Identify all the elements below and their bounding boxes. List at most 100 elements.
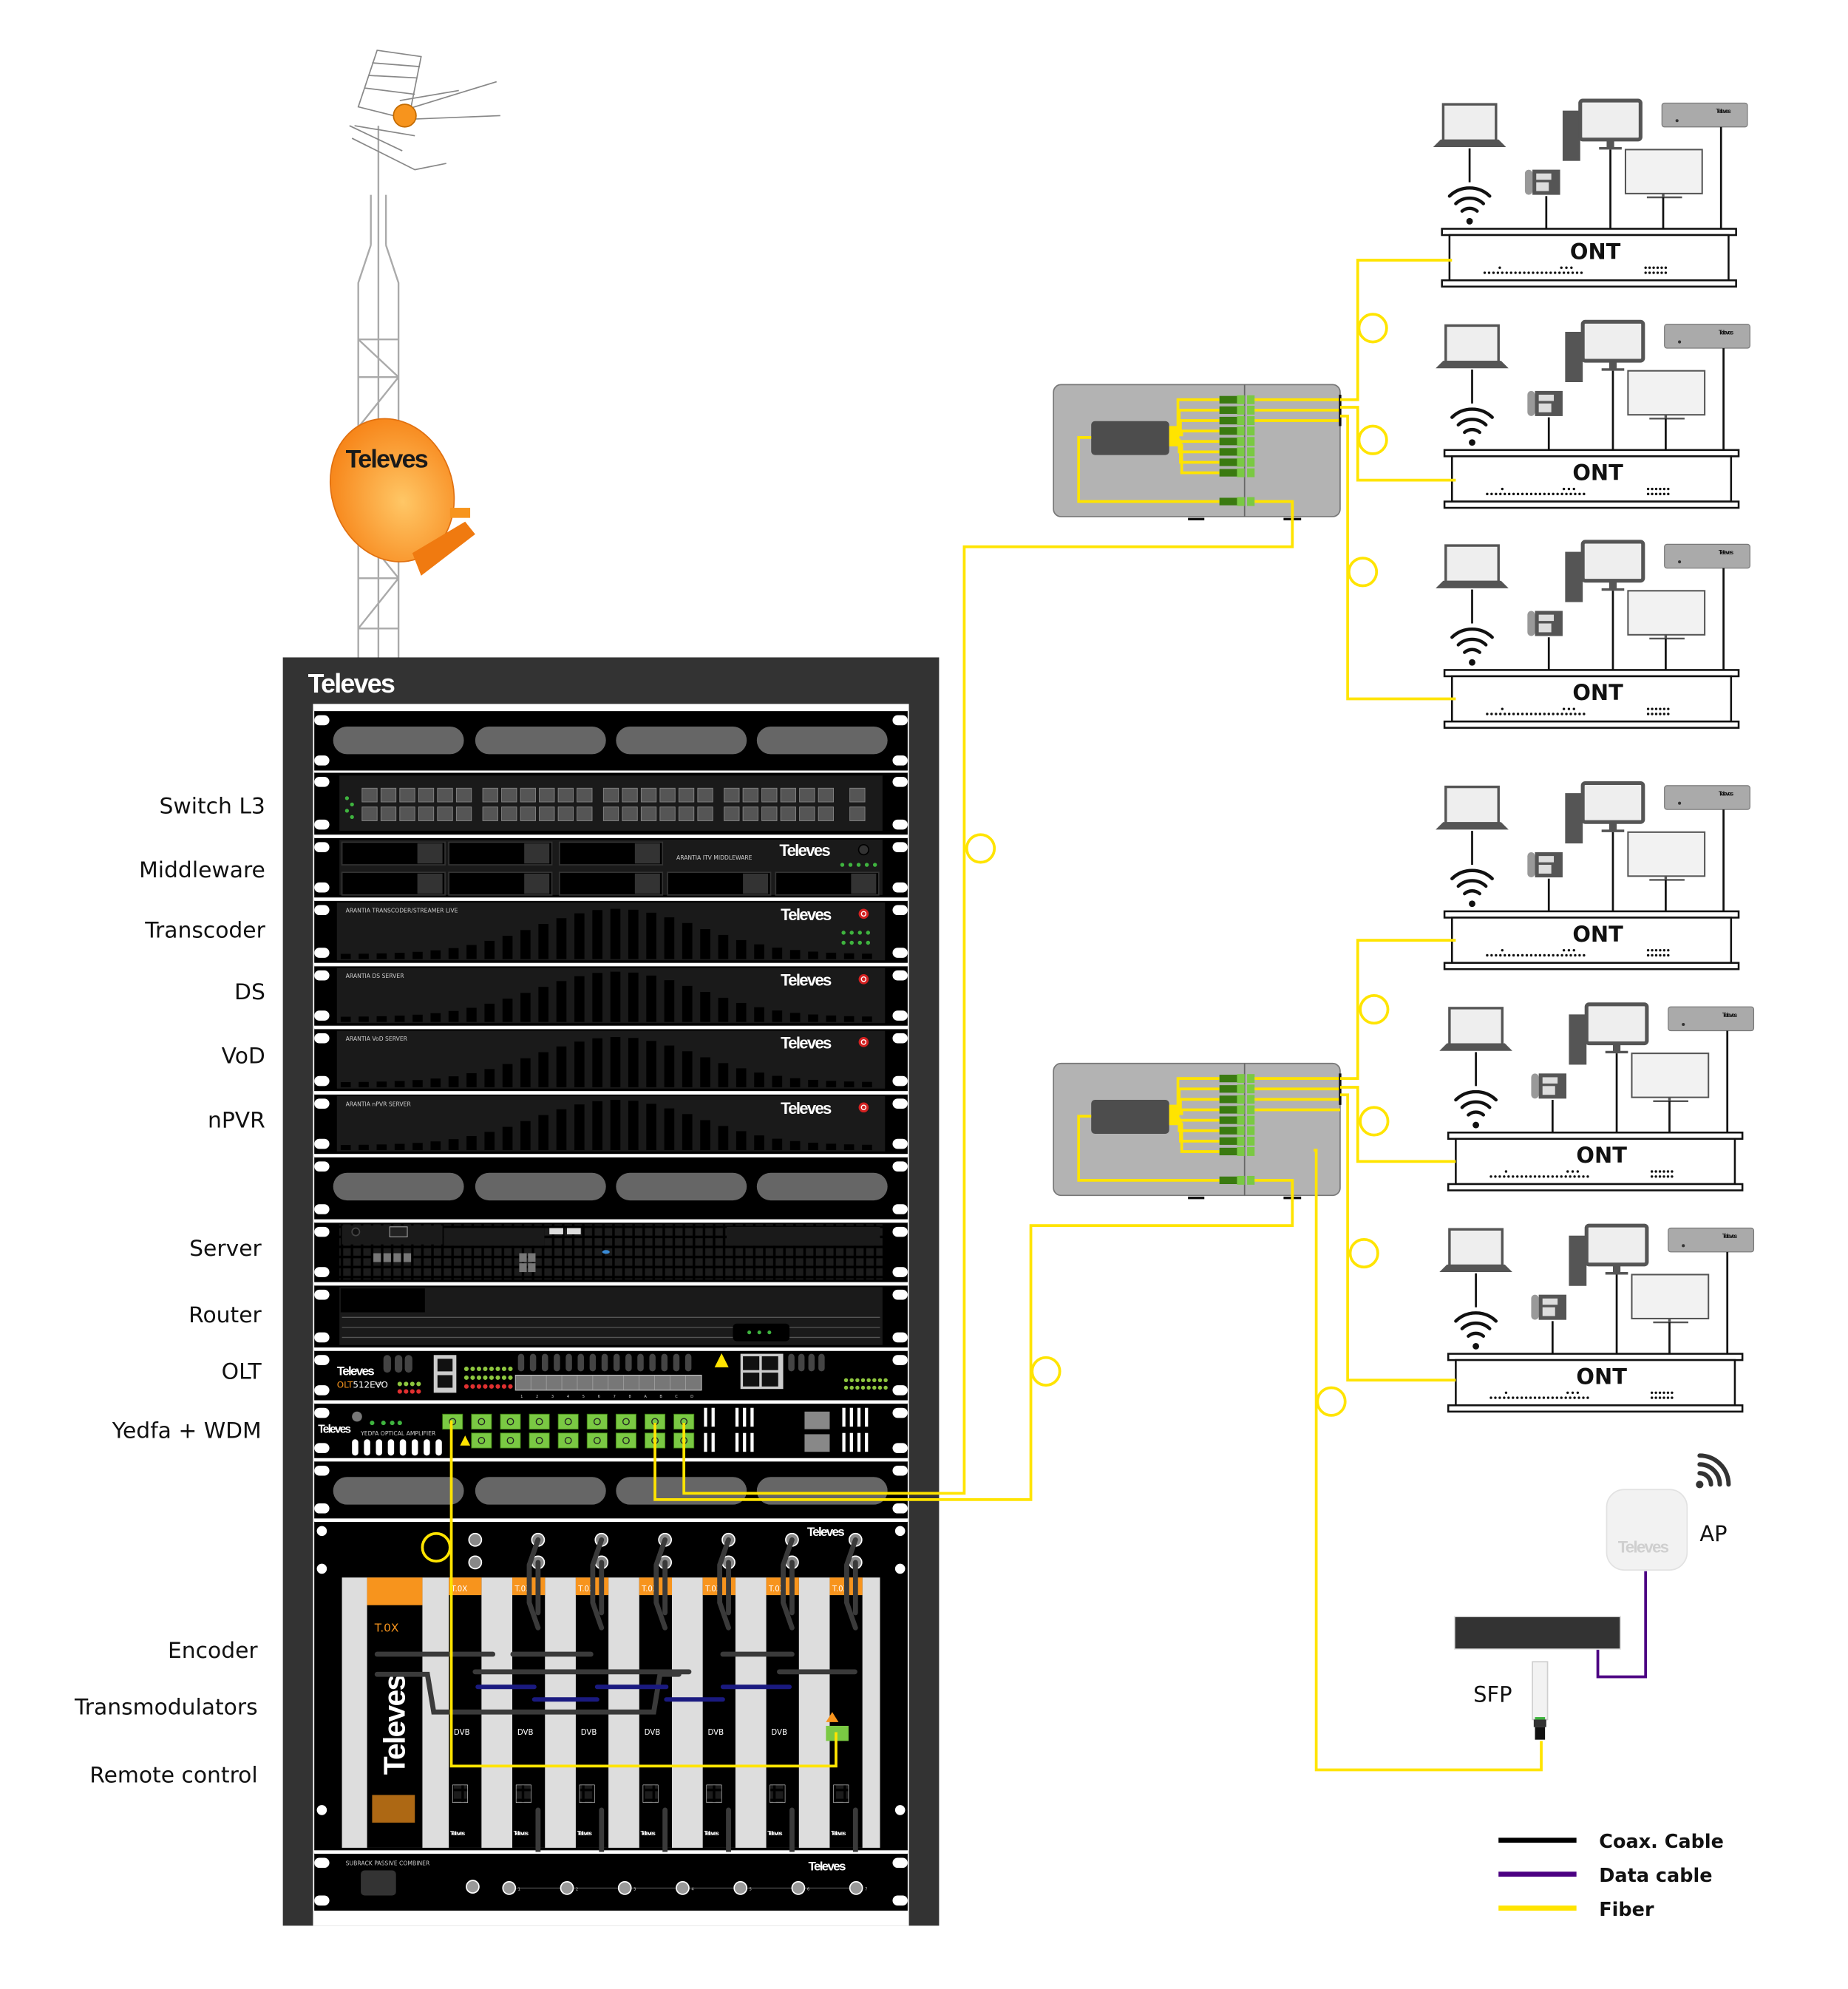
status-led <box>767 1330 772 1335</box>
combiner-port <box>849 1880 863 1895</box>
status-led <box>848 863 853 867</box>
svg-text:Televes: Televes <box>831 1829 846 1837</box>
mounting-hole <box>314 755 330 766</box>
svg-text:A: A <box>644 1395 647 1399</box>
splitter-output-connector <box>1237 1115 1245 1125</box>
ethernet-port <box>799 806 815 821</box>
splitter-output-connector <box>1237 437 1245 446</box>
power-icon <box>858 1037 869 1047</box>
ethernet-port <box>622 806 638 821</box>
encoder-vertical-brand: Televes <box>378 1675 412 1775</box>
svg-text:3: 3 <box>633 1888 636 1892</box>
sc-apc-connector <box>557 1413 579 1430</box>
mounting-hole <box>892 1465 908 1476</box>
uhf-antenna-icon <box>349 50 500 171</box>
status-led <box>864 863 869 867</box>
svg-text:RST: RST <box>375 1382 383 1387</box>
power-icon <box>858 908 869 919</box>
ont-label: ONT <box>1570 239 1621 264</box>
ethernet-port <box>437 787 453 803</box>
ethernet-port <box>399 806 415 821</box>
splitter-output-connector <box>1237 426 1245 436</box>
ont-device: ONT <box>1441 228 1737 288</box>
blank-slot <box>756 726 888 755</box>
mounting-hole <box>314 905 330 916</box>
chassis-brand: Televes <box>807 1525 844 1539</box>
antenna-tower: Televes <box>329 50 500 667</box>
fiber-to-ont-4 <box>1339 939 1456 1081</box>
panel-text: ARANTIA TRANSCODER/STREAMER LIVE <box>346 908 458 914</box>
desktop-computer-icon <box>1565 319 1645 382</box>
mounting-hole <box>314 1465 330 1476</box>
fiber-slack-loop <box>1348 1237 1379 1269</box>
mounting-hole <box>314 1332 330 1343</box>
tower-lattice-icon <box>357 126 400 667</box>
ap-brand: Televes <box>1618 1537 1669 1556</box>
svg-text:2: 2 <box>536 1395 538 1399</box>
combiner-port <box>560 1880 574 1895</box>
transmodulator-module <box>766 1577 799 1848</box>
ont-label: ONT <box>1572 922 1623 947</box>
mounting-hole <box>892 1010 908 1021</box>
phone-icon <box>1524 169 1560 195</box>
sc-apc-connector <box>615 1413 636 1430</box>
mounting-hole <box>894 1805 906 1815</box>
label-ds: DS <box>234 979 265 1005</box>
ethernet-port <box>659 787 676 803</box>
combiner-port <box>733 1880 748 1895</box>
ethernet-port <box>380 787 397 803</box>
mounting-hole <box>314 1267 330 1277</box>
mounting-hole <box>314 776 330 787</box>
sc-apc-connector <box>500 1432 521 1449</box>
svg-text:Televes: Televes <box>1719 790 1734 798</box>
fiber-yedfa-to-remote-control <box>449 1420 838 1768</box>
svg-text:Televes: Televes <box>514 1829 529 1837</box>
panel-brand: Televes <box>781 970 832 989</box>
ethernet-port <box>602 787 619 803</box>
laptop-icon <box>1439 1007 1512 1051</box>
ethernet-port <box>482 787 498 803</box>
mounting-hole <box>892 1098 908 1109</box>
svg-text:ARANTIA ITV MIDDLEWARE: ARANTIA ITV MIDDLEWARE <box>676 854 753 861</box>
ethernet-port <box>697 787 713 803</box>
ethernet-port <box>622 787 638 803</box>
data-cable-ap <box>1596 1571 1648 1679</box>
fiber-slack-loop <box>1357 313 1388 344</box>
mounting-hole <box>892 819 908 830</box>
phone-icon <box>1527 611 1563 636</box>
fiber-to-ont-6 <box>1339 1093 1456 1382</box>
ethernet-port <box>761 787 778 803</box>
ethernet-port <box>539 787 555 803</box>
mounting-hole <box>314 1075 330 1087</box>
wifi-icon <box>1454 1089 1498 1129</box>
splitter-output-connector <box>1237 405 1245 415</box>
ethernet-port <box>780 806 796 821</box>
fiber-to-ont-5 <box>1339 1086 1456 1163</box>
mounting-hole <box>316 1563 327 1574</box>
fiber-slack-loop <box>1347 557 1379 588</box>
blank-slot <box>333 1172 464 1201</box>
ont-device: ONT <box>1447 1353 1744 1413</box>
status-led <box>757 1330 761 1335</box>
splitter-output-connector <box>1237 1084 1245 1094</box>
ethernet-port <box>678 787 695 803</box>
label-router: Router <box>188 1302 262 1328</box>
splitter-output-connector <box>1237 1136 1245 1146</box>
sc-apc-connector <box>471 1432 492 1449</box>
laptop-icon <box>1436 785 1509 830</box>
label-middleware: Middleware <box>139 857 265 883</box>
fiber-to-sfp <box>1314 1149 1543 1772</box>
status-led <box>849 940 854 945</box>
label-npvr: nPVR <box>208 1107 265 1133</box>
laptop-icon <box>1436 324 1509 369</box>
rack-unit-blank-top <box>314 709 908 771</box>
sc-apc-connector <box>529 1432 550 1449</box>
mounting-hole <box>892 1204 908 1214</box>
fiber-to-ont-1 <box>1339 259 1453 401</box>
